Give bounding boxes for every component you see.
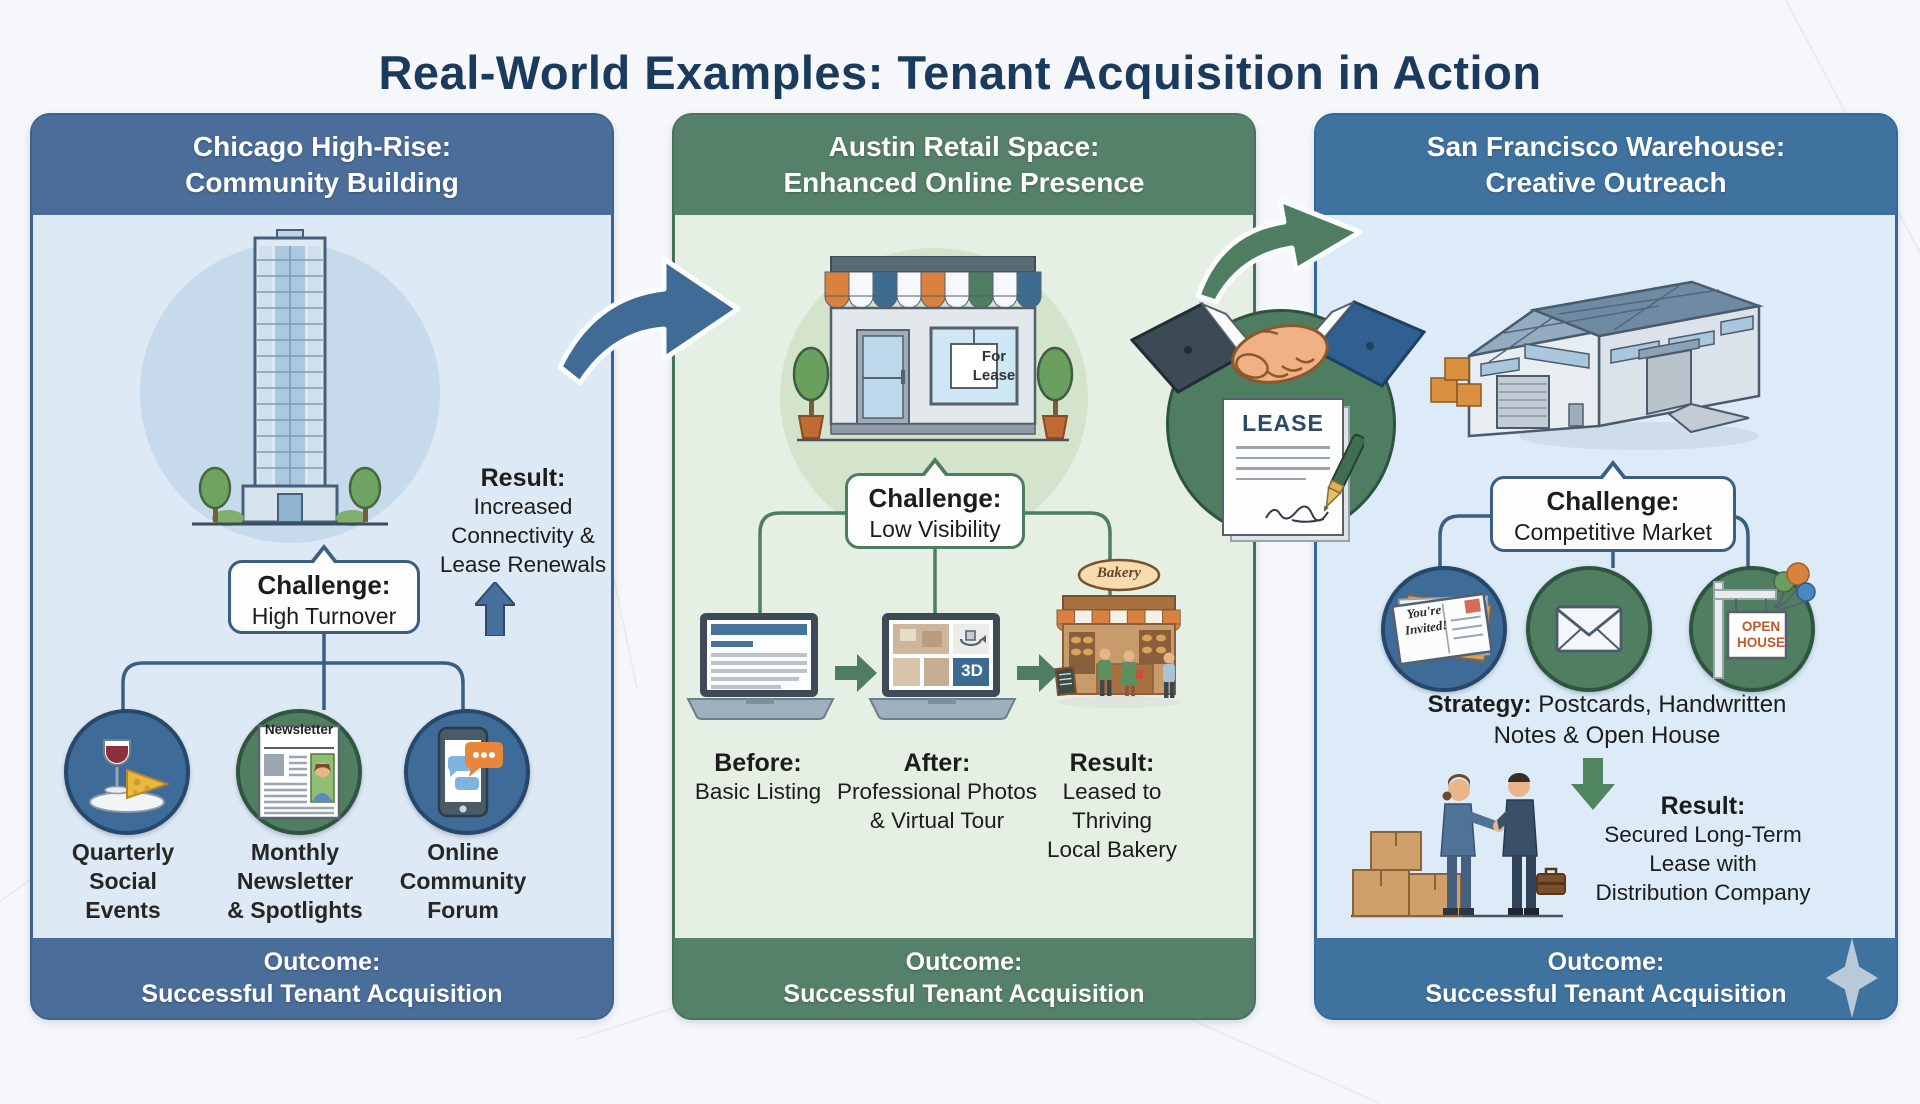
- strategy-title: Strategy:: [1427, 691, 1532, 718]
- result-block: Result: Leased to Thriving Local Bakery: [1032, 749, 1192, 864]
- before-text: Basic Listing: [694, 779, 822, 804]
- up-arrow-icon: [475, 582, 515, 636]
- newsletter-masthead: Newsletter: [264, 722, 334, 737]
- notes-circle: [1526, 566, 1652, 692]
- basic-listing-laptop-icon: [686, 613, 835, 720]
- challenge-box: Challenge: High Turnover: [228, 544, 420, 634]
- before-title: Before:: [714, 749, 802, 777]
- lease-label: LEASE: [1242, 410, 1324, 436]
- challenge-text: Low Visibility: [869, 516, 1001, 542]
- challenge-box: Challenge: Competitive Market: [1490, 460, 1736, 552]
- sparkle-icon: [1826, 938, 1878, 1018]
- result-title: Result:: [1660, 792, 1746, 820]
- storefront-icon: [792, 256, 1074, 442]
- bakery-storefront-icon: [1054, 595, 1181, 708]
- panel-austin-header: Austin Retail Space: Enhanced Online Pre…: [674, 115, 1254, 215]
- panel-austin: Austin Retail Space: Enhanced Online Pre…: [672, 113, 1256, 1020]
- challenge-title: Challenge:: [257, 570, 391, 600]
- panel-sf-title: San Francisco Warehouse: Creative Outrea…: [1426, 131, 1786, 198]
- challenge-box: Challenge: Low Visibility: [845, 457, 1025, 549]
- panel-sf-outcome: Outcome: Successful Tenant Acquisition: [1316, 938, 1896, 1018]
- panel-chicago-header: Chicago High-Rise: Community Building: [32, 115, 612, 215]
- bakery-sign-oval: [1077, 558, 1161, 592]
- outcome-text: Outcome: Successful Tenant Acquisition: [783, 947, 1145, 1009]
- open-house-sign-icon: [1713, 562, 1816, 679]
- lease-line: [1236, 446, 1330, 449]
- swoosh-arrow-blue-icon: [557, 256, 741, 386]
- after-block: After: Professional Photos & Virtual Tou…: [832, 749, 1042, 836]
- before-block: Before: Basic Listing: [678, 749, 838, 807]
- result-block: Result: Increased Connectivity & Lease R…: [428, 464, 618, 579]
- right-arrow-icon: [1017, 654, 1059, 692]
- challenge-title: Challenge:: [868, 483, 1002, 513]
- lease-line: [1236, 456, 1330, 459]
- postcard-icon: [1390, 592, 1494, 666]
- panel-sf: San Francisco Warehouse: Creative Outrea…: [1314, 113, 1898, 1020]
- newsletter-circle: Newsletter: [236, 709, 362, 835]
- newsletter-icon: [257, 724, 341, 820]
- lease-line: [1236, 467, 1330, 470]
- swoosh-arrow-green-icon: [1195, 197, 1363, 304]
- result-text: Increased Connectivity & Lease Renewals: [439, 494, 607, 577]
- phone-chat-icon: [437, 726, 503, 818]
- signature-squiggle: [1265, 505, 1329, 523]
- outcome-text: Outcome: Successful Tenant Acquisition: [141, 947, 503, 1009]
- lease-document-page: LEASE: [1222, 398, 1344, 536]
- panel-austin-title: Austin Retail Space: Enhanced Online Pre…: [783, 131, 1145, 198]
- online-forum-label: Online Community Forum: [399, 839, 527, 923]
- online-forum-circle: [404, 709, 530, 835]
- business-handshake-people-icon: [1351, 773, 1566, 918]
- result-text: Secured Long-Term Lease with Distributio…: [1595, 822, 1811, 905]
- down-arrow-icon: [1571, 758, 1615, 810]
- strategy-text: Postcards, Handwritten Notes & Open Hous…: [1493, 691, 1787, 750]
- warehouse-icon: [1430, 280, 1764, 450]
- after-text: Professional Photos & Virtual Tour: [836, 779, 1038, 833]
- open-house-circle: OPEN HOUSE: [1689, 562, 1816, 692]
- 3d-badge: 3D: [961, 661, 983, 680]
- challenge-text: Competitive Market: [1513, 519, 1713, 545]
- virtual-tour-laptop-icon: [868, 613, 1017, 720]
- challenge-title: Challenge:: [1546, 486, 1680, 516]
- panel-chicago-title: Chicago High-Rise: Community Building: [185, 131, 459, 198]
- postcards-circle: You're Invited!: [1381, 566, 1507, 692]
- highrise-building-icon: [192, 229, 388, 526]
- panel-chicago-outcome: Outcome: Successful Tenant Acquisition: [32, 938, 612, 1018]
- result-title: Result:: [1069, 749, 1155, 777]
- bakery-sign-text: Bakery: [1096, 565, 1142, 581]
- after-title: After:: [903, 749, 971, 777]
- newsletter-label: Monthly Newsletter & Spotlights: [227, 839, 363, 923]
- result-text: Leased to Thriving Local Bakery: [1046, 779, 1178, 862]
- result-title: Result:: [480, 464, 566, 492]
- panel-austin-outcome: Outcome: Successful Tenant Acquisition: [674, 938, 1254, 1018]
- handshake-hands-icon: [1130, 300, 1426, 394]
- social-events-circle: [64, 709, 190, 835]
- envelope-icon: [1555, 605, 1623, 653]
- wine-cheese-icon: [89, 739, 171, 813]
- page-title: Real-World Examples: Tenant Acquisition …: [378, 46, 1542, 100]
- challenge-text: High Turnover: [251, 603, 397, 629]
- pen-icon: [1323, 433, 1364, 512]
- panel-chicago: Chicago High-Rise: Community Building: [30, 113, 614, 1020]
- lease-document: LEASE: [1222, 398, 1364, 542]
- panel-sf-header: San Francisco Warehouse: Creative Outrea…: [1316, 115, 1896, 215]
- right-arrow-icon: [835, 654, 877, 692]
- strategy-block: Strategy: Postcards, Handwritten Notes &…: [1357, 689, 1857, 751]
- social-events-label: Quarterly Social Events: [71, 839, 175, 923]
- result-block: Result: Secured Long-Term Lease with Dis…: [1585, 792, 1821, 907]
- open-house-sign-text: OPEN HOUSE: [1736, 619, 1785, 651]
- outcome-text: Outcome: Successful Tenant Acquisition: [1425, 947, 1787, 1009]
- lease-line: [1236, 477, 1306, 480]
- for-lease-sign: For Lease: [972, 348, 1016, 384]
